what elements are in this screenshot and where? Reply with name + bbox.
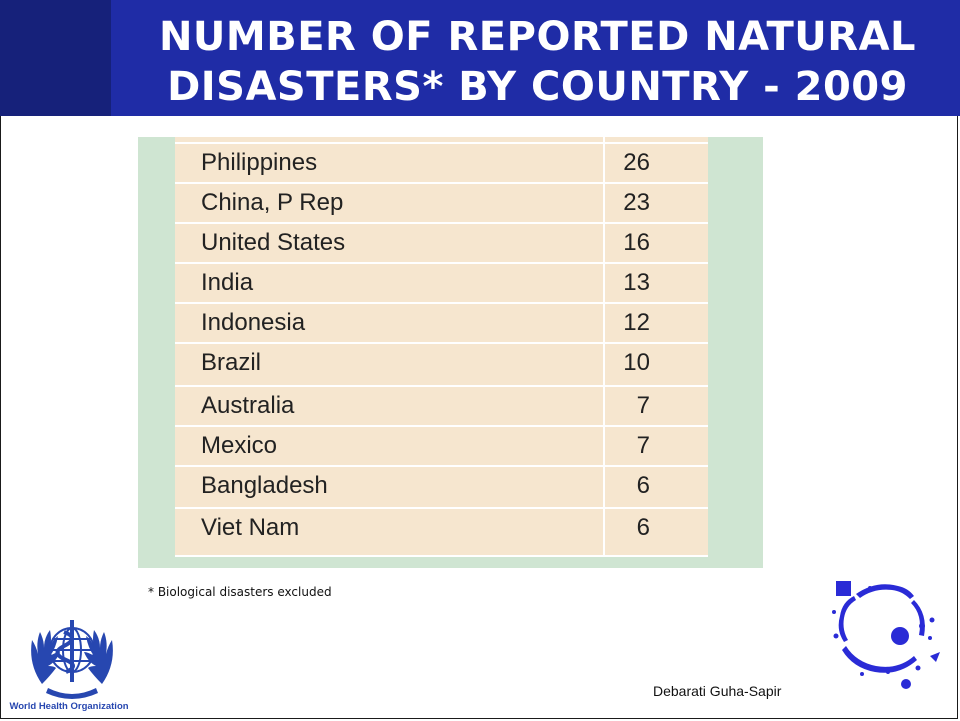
country-cell: Bangladesh — [201, 472, 328, 499]
table-row: Australia 7 — [175, 385, 708, 424]
country-cell: Philippines — [201, 149, 318, 176]
country-cell: Indonesia — [201, 309, 306, 336]
count-cell: 10 — [623, 349, 650, 376]
table-row: Viet Nam 6 — [175, 507, 708, 546]
country-cell: China, P Rep — [201, 189, 344, 216]
header-accent — [0, 0, 111, 116]
country-cell: Australia — [201, 392, 295, 419]
count-cell: 13 — [623, 269, 650, 296]
table-row: India 13 — [175, 262, 708, 301]
author-credit: Debarati Guha-Sapir — [653, 683, 782, 699]
country-cell: Viet Nam — [201, 514, 300, 541]
count-cell: 16 — [623, 229, 650, 256]
table-row: Brazil 10 — [175, 342, 708, 381]
table-row: Mexico 7 — [175, 425, 708, 464]
table-row: United States 16 — [175, 222, 708, 261]
count-cell: 26 — [623, 149, 650, 176]
count-cell: 7 — [636, 392, 650, 419]
table-row: Philippines 26 — [175, 142, 708, 181]
table-row: China, P Rep 23 — [175, 182, 708, 221]
count-cell: 23 — [623, 189, 650, 216]
cred-logo-icon — [832, 581, 940, 689]
table-row: Indonesia 12 — [175, 302, 708, 341]
count-cell: 6 — [636, 514, 650, 541]
country-cell: India — [201, 269, 254, 296]
footnote: * Biological disasters excluded — [148, 585, 332, 599]
page-title: NUMBER OF REPORTED NATURAL DISASTERS* BY… — [158, 14, 917, 110]
country-cell: Mexico — [201, 432, 278, 459]
column-divider — [603, 137, 605, 555]
country-cell: Brazil — [201, 349, 262, 376]
count-cell: 12 — [623, 309, 650, 336]
count-cell: 6 — [636, 472, 650, 499]
table-row: Bangladesh 6 — [175, 465, 708, 504]
who-emblem-icon — [31, 620, 113, 699]
header-bar: NUMBER OF REPORTED NATURAL DISASTERS* BY… — [0, 0, 960, 116]
who-logo-caption: World Health Organization — [9, 701, 129, 712]
count-cell: 7 — [636, 432, 650, 459]
country-cell: United States — [201, 229, 346, 256]
